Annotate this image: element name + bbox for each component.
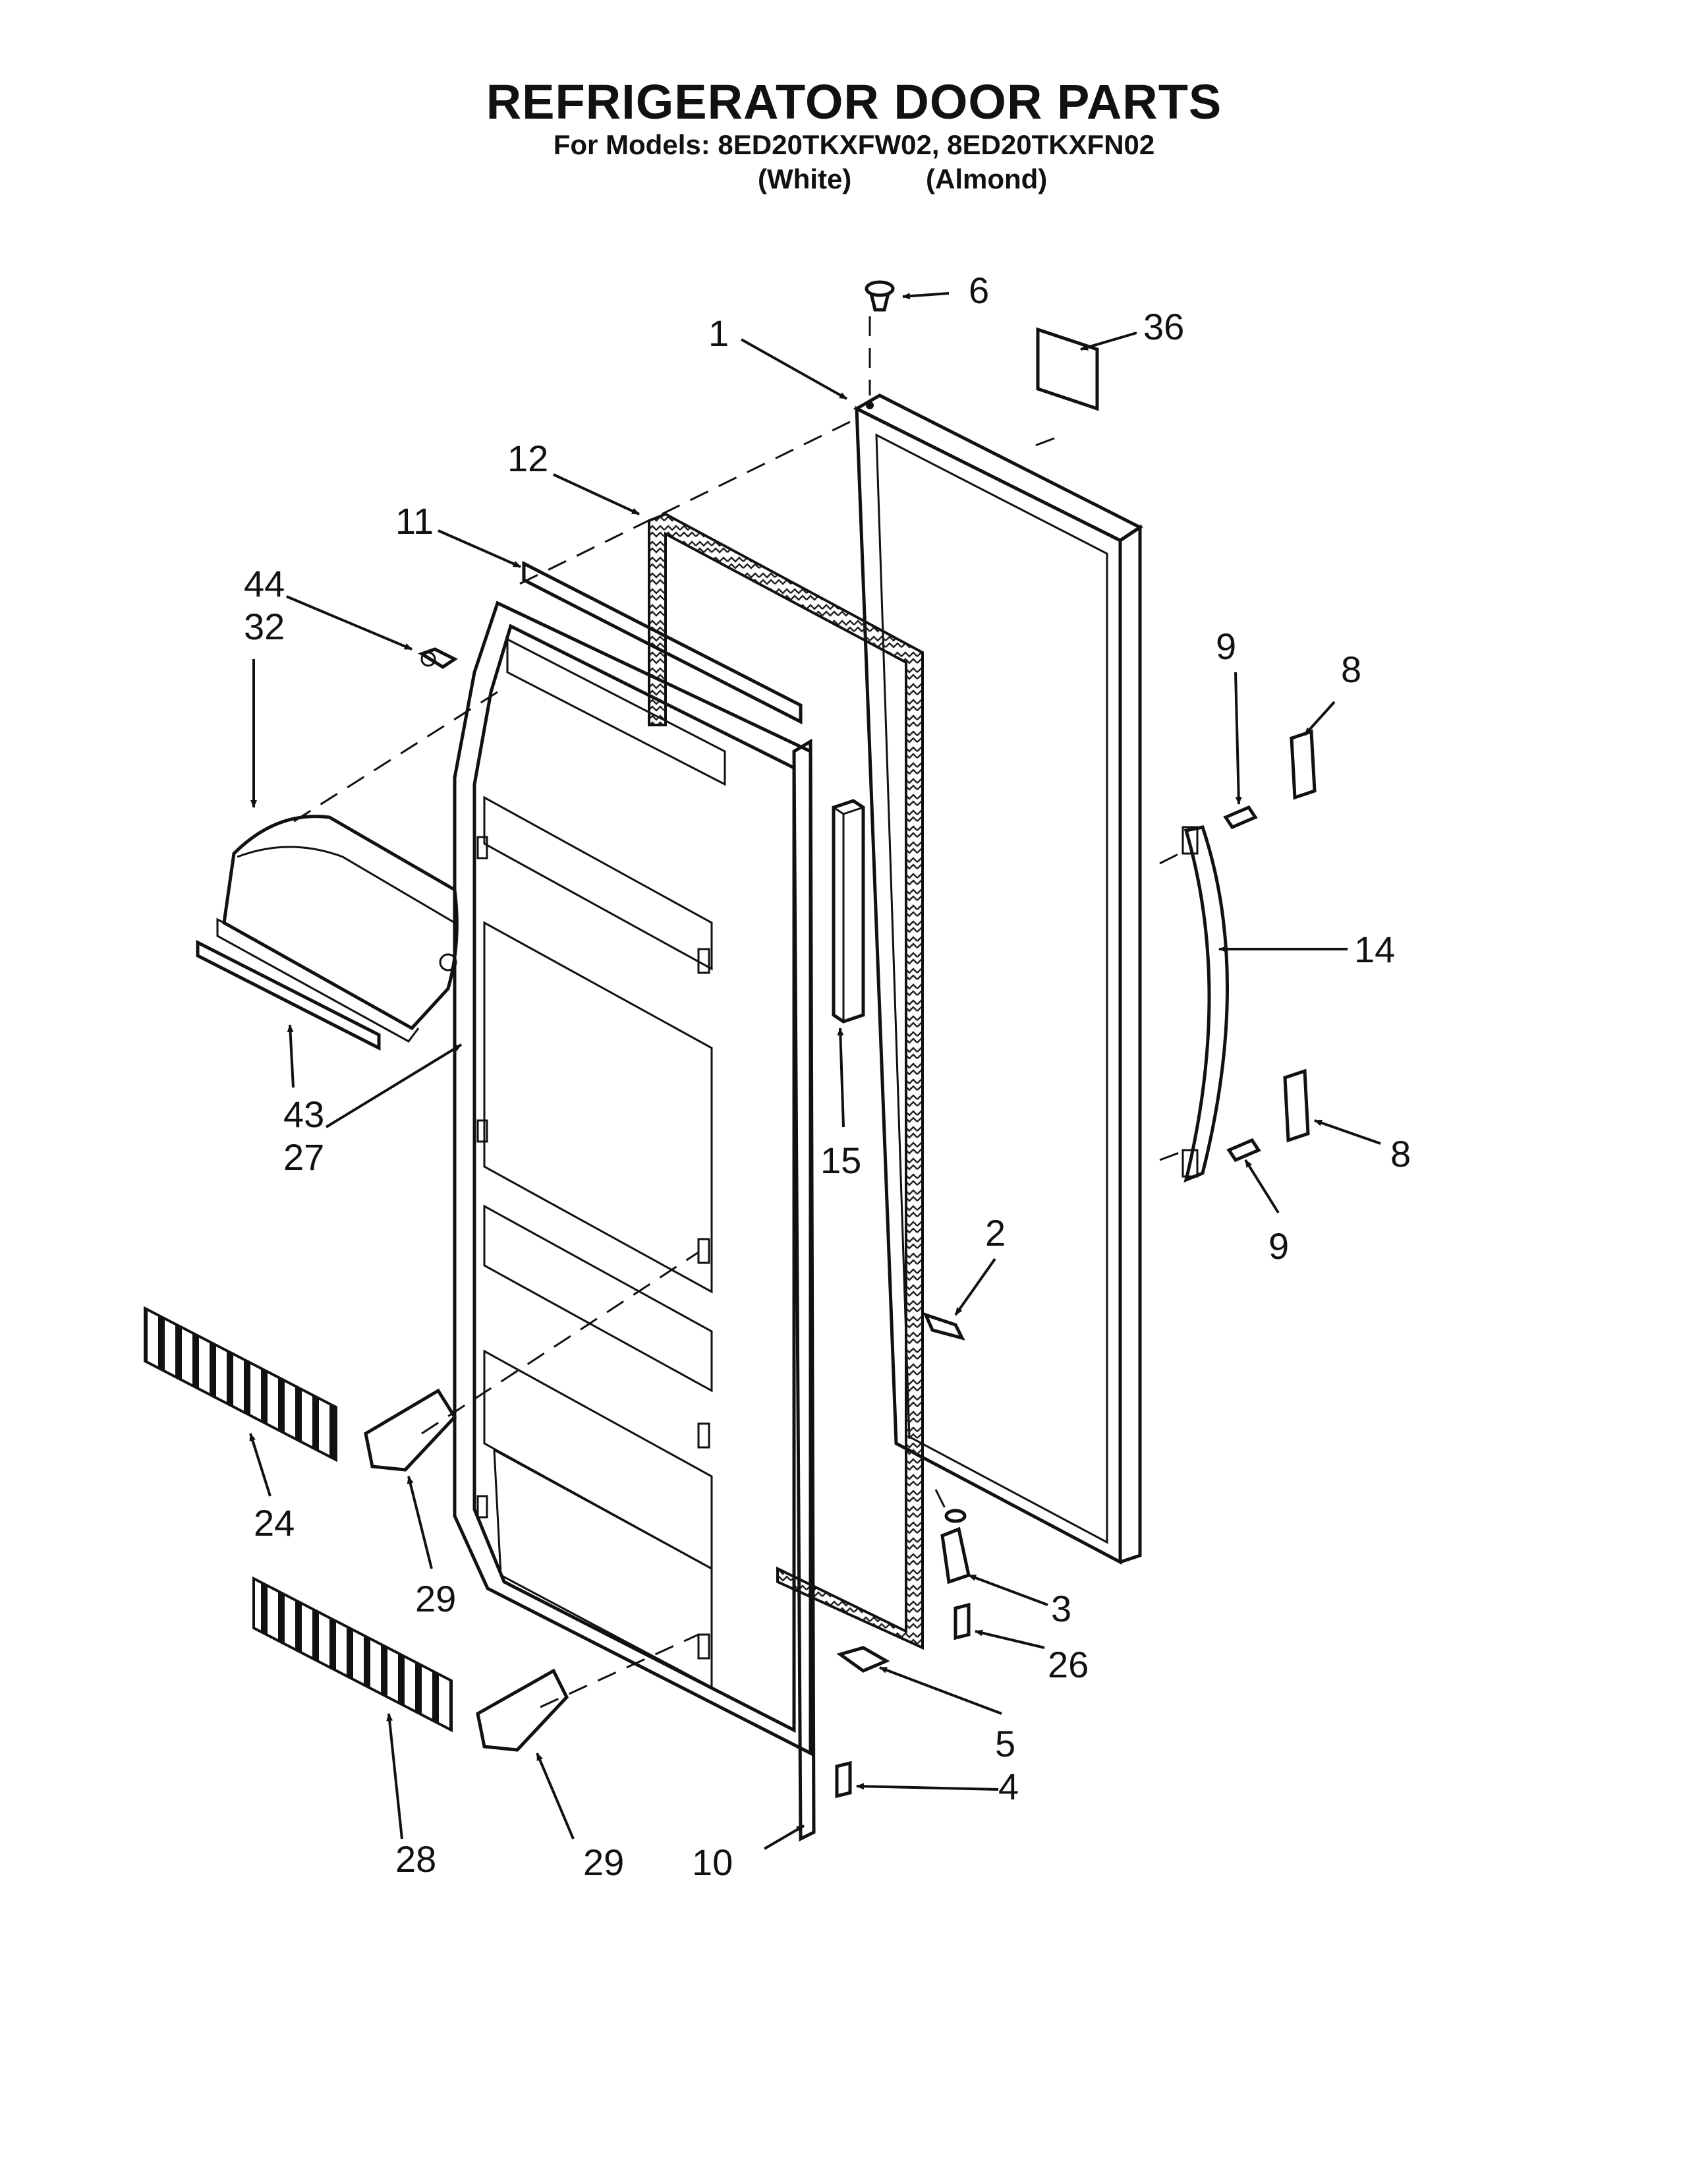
variant-white-label: (White): [758, 163, 852, 194]
door-strike: [923, 1312, 965, 1341]
callout-6: 6: [969, 270, 989, 311]
handle-end-cap-lower: [1283, 1068, 1310, 1143]
callout-3: 3: [1051, 1588, 1071, 1629]
callout-15: 15: [820, 1140, 861, 1181]
bottom-hinge-plate: [836, 1646, 890, 1673]
callout-9-lower: 9: [1268, 1225, 1289, 1267]
callout-1: 1: [708, 312, 729, 354]
callout-14: 14: [1354, 929, 1395, 970]
callout-8-upper: 8: [1341, 649, 1361, 690]
hinge-pin-bracket: [940, 1509, 971, 1584]
dairy-door: [216, 815, 459, 1043]
door-label: [1036, 327, 1099, 411]
door-handle: [1181, 825, 1229, 1183]
callout-27: 27: [283, 1136, 324, 1178]
screw-44: [418, 647, 458, 669]
callout-labels: 6 36 1 12 11 44 32 9 8 14 43 27 8 15 9 2…: [244, 270, 1411, 1883]
callout-36: 36: [1143, 306, 1184, 347]
variant-almond-label: (Almond): [926, 163, 1048, 194]
callout-44: 44: [244, 563, 285, 604]
callout-32: 32: [244, 606, 285, 647]
alignment-lines: [289, 316, 1187, 1708]
callout-9-upper: 9: [1216, 625, 1236, 667]
bin-support-lower: [476, 1668, 569, 1752]
top-cap: [522, 560, 803, 725]
callout-24: 24: [254, 1502, 295, 1544]
callout-5: 5: [995, 1723, 1015, 1764]
callout-4: 4: [998, 1766, 1019, 1807]
door-bin-upper: [144, 1306, 337, 1463]
leader-arrows: [249, 292, 1381, 1850]
foam-block: [832, 799, 865, 1024]
models-line: For Models: 8ED20TKXFW02, 8ED20TKXFN02: [553, 129, 1155, 160]
door-plug: [865, 280, 895, 312]
callout-8-lower: 8: [1390, 1133, 1411, 1175]
callout-11: 11: [395, 500, 434, 542]
handle-screw-upper: [1223, 805, 1258, 830]
door-gasket: [648, 512, 924, 1650]
dairy-door-trim: [196, 939, 381, 1051]
callout-28: 28: [395, 1838, 436, 1880]
callout-29-upper: 29: [415, 1578, 456, 1619]
callout-12: 12: [507, 438, 548, 479]
hinge-screw-4: [835, 1760, 852, 1799]
inner-door-liner: [453, 600, 812, 1756]
outer-door-panel: [853, 393, 1143, 1565]
callout-43: 43: [283, 1093, 324, 1135]
callout-26: 26: [1048, 1644, 1089, 1685]
hinge-side-strip: [792, 738, 816, 1842]
handle-screw-lower: [1226, 1138, 1261, 1163]
hinge-screw-26: [954, 1602, 971, 1640]
callout-2: 2: [985, 1212, 1006, 1254]
callout-10: 10: [692, 1842, 733, 1883]
page-title: REFRIGERATOR DOOR PARTS: [486, 74, 1222, 129]
bin-support-upper: [364, 1388, 457, 1472]
handle-end-cap-upper: [1290, 729, 1317, 800]
callout-29-lower: 29: [583, 1842, 624, 1883]
door-bin-lower: [252, 1576, 453, 1733]
